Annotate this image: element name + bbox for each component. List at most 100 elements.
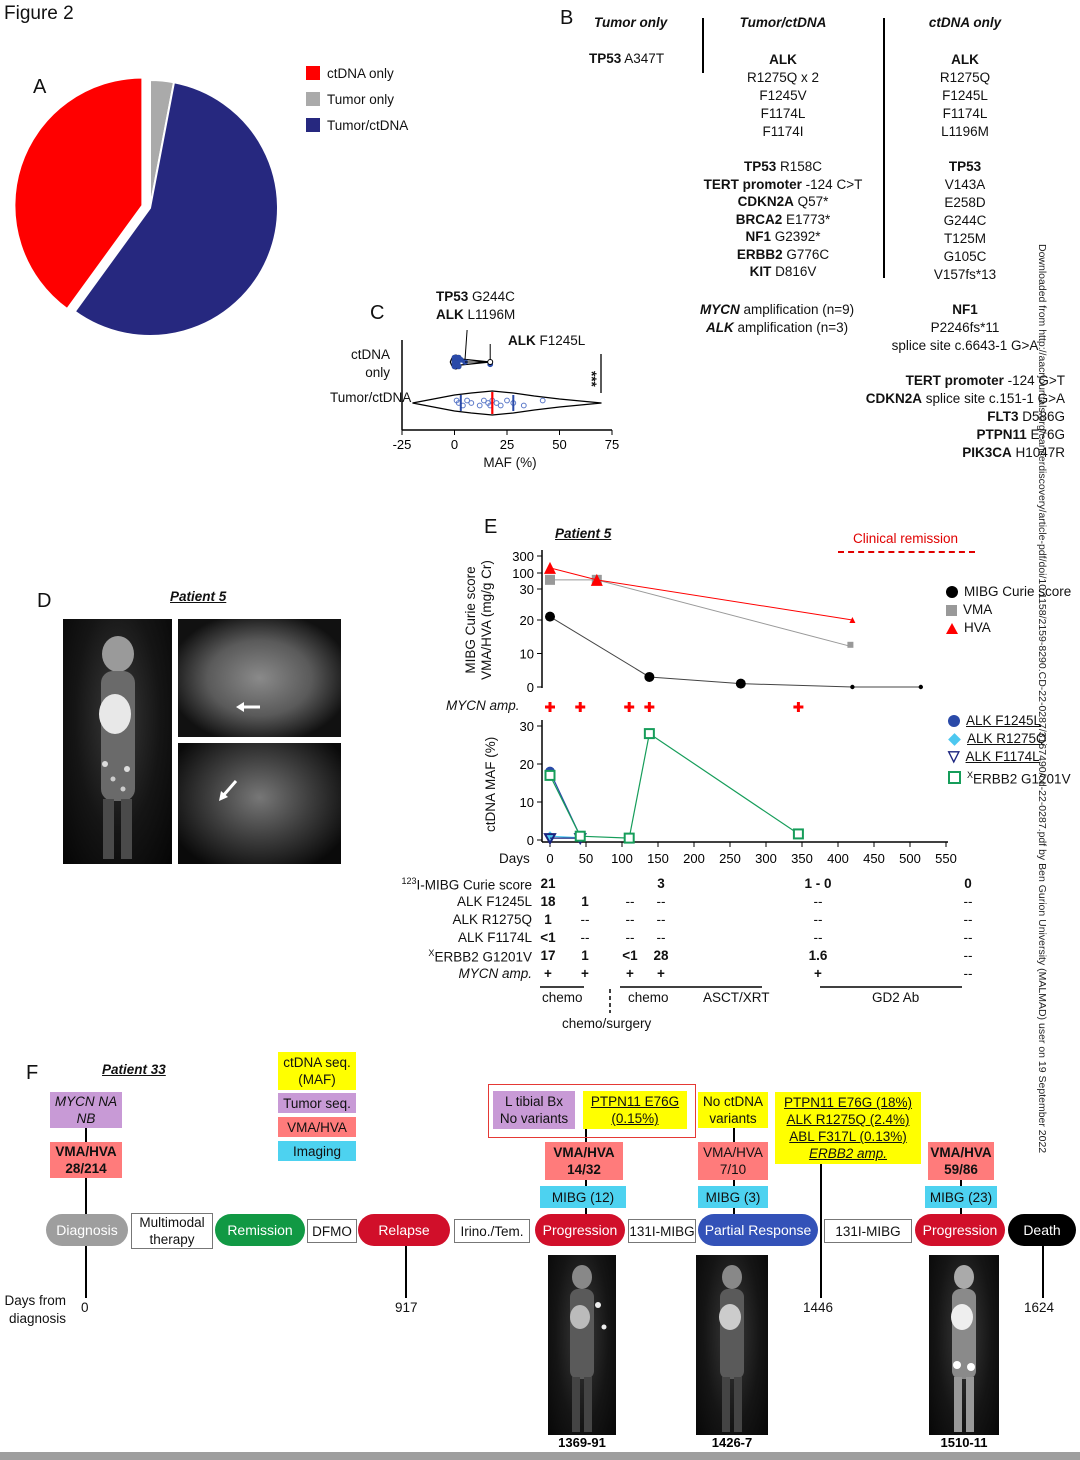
table-row: ALK F1174L<1----------	[380, 930, 1000, 948]
variant: ERBB2 amp.	[808, 1146, 888, 1161]
timeline-connector	[405, 1240, 407, 1298]
violin-xlabel: MAF (%)	[483, 455, 537, 470]
variant: V143A	[944, 177, 986, 192]
diagnosis-vma-hva: VMA/HVA 28/214	[50, 1142, 122, 1178]
variant: V157fs*13	[933, 267, 997, 282]
legend-item-hva: HVA	[946, 619, 1071, 637]
phase-label-asct: ASCT/XRT	[703, 990, 770, 1005]
variant: splice site c.6643-1 G>A	[891, 338, 1039, 353]
data-point	[574, 830, 586, 842]
x-tick-label: 50	[579, 851, 593, 866]
row-label: ALK F1245L	[456, 894, 532, 909]
table-cell: 1	[581, 948, 589, 963]
violin-category-label: ctDNA only	[350, 347, 390, 380]
table-cell: 21	[540, 876, 556, 891]
variant: P2246fs*11	[930, 320, 1000, 335]
variant-row: PIK3CA H1047R	[962, 445, 1065, 460]
timeline-connector	[85, 1128, 87, 1298]
pill-death: Death	[1008, 1214, 1076, 1246]
legend-item-vma: VMA	[946, 601, 1071, 619]
variant-row: BRCA2 E1773*	[735, 211, 831, 227]
x-tick-label: 0	[451, 437, 458, 452]
lower-legend: ALK F1245L ALK R1275Q ▽ALK F1174L XERBB2…	[948, 712, 1071, 789]
scan-body-silhouette	[570, 1265, 607, 1432]
legend-label: ALK R1275Q	[967, 731, 1047, 746]
data-point	[455, 363, 462, 370]
variant: F1174L	[760, 106, 806, 121]
triangle-marker-icon	[946, 622, 958, 634]
row-label: ALK R1275Q	[452, 912, 532, 927]
legend-tumor-seq: Tumor seq.	[278, 1093, 356, 1113]
table-cell: +	[544, 966, 552, 981]
x-tick-label: 300	[755, 851, 777, 866]
variant-row: FLT3 D586G	[987, 409, 1065, 424]
pr-mibg: MIBG (3)	[698, 1186, 768, 1208]
table-row: MYCN amp.+++++--	[380, 966, 1000, 984]
y-tick-label: 20	[520, 757, 534, 772]
table-cell: --	[963, 948, 973, 963]
table-cell: --	[656, 894, 666, 909]
y-tick-label: 30	[520, 582, 534, 597]
legend-vma-hva: VMA/HVA	[278, 1117, 356, 1137]
legend-swatch	[306, 92, 320, 106]
circle-marker-icon	[948, 715, 960, 727]
y-tick-label: 10	[520, 795, 534, 810]
x-tick-label: 450	[863, 851, 885, 866]
progression2-mibg: MIBG (23)	[925, 1186, 997, 1208]
panel-d-title: Patient 5	[170, 589, 227, 604]
x-tick-label: 350	[791, 851, 813, 866]
scan-body-silhouette	[719, 1265, 744, 1432]
table-cell: --	[963, 966, 973, 981]
box-irino-tem: Irino./Tem.	[454, 1219, 530, 1243]
legend-item-alk-r1275q: ALK R1275Q	[948, 730, 1071, 748]
legend-imaging: Imaging	[278, 1141, 356, 1161]
pill-progression-2: Progression	[915, 1214, 1005, 1246]
diamond-marker-icon	[948, 732, 961, 746]
biopsy-group-border	[488, 1084, 696, 1138]
late-ctdna-variants: PTPN11 E76G (18%) ALK R1275Q (2.4%) ABL …	[775, 1092, 921, 1164]
x-tick-label: 25	[500, 437, 514, 452]
legend-item-tumor-only: Tumor only	[306, 86, 408, 112]
data-point	[623, 832, 635, 844]
y-tick-label: 30	[520, 719, 534, 734]
mycn-amp-label: MYCN amp.	[446, 698, 520, 713]
legend-ctdna-seq: ctDNA seq. (MAF)	[278, 1052, 356, 1090]
data-point	[545, 574, 555, 585]
pr-ctdna: No ctDNA variants	[698, 1092, 768, 1128]
variant-row: ERBB2 G776C	[736, 246, 830, 262]
variant-row: KIT D816V	[749, 264, 817, 279]
panel-label-d: D	[37, 590, 52, 612]
table-cell: 3	[657, 876, 665, 891]
x-tick-label: 550	[935, 851, 957, 866]
divider-line	[883, 18, 885, 278]
table-cell: 1	[544, 912, 552, 927]
variant: L1196M	[941, 124, 989, 139]
scan-date-label: 1426-7	[696, 1435, 768, 1450]
variant: F1245L	[942, 88, 988, 103]
y-tick-label: 0	[527, 833, 534, 848]
arrow-icon	[236, 702, 260, 712]
series-line	[549, 732, 799, 839]
data-point	[464, 397, 470, 404]
biopsy-ctdna-variant: PTPN11 E76G (0.15%)	[583, 1091, 687, 1129]
annotation-alk-f1245l: ALK F1245L	[508, 333, 586, 348]
table-cell: +	[657, 966, 665, 981]
pill-remission: Remission	[215, 1214, 305, 1246]
data-point	[520, 402, 527, 409]
table-cell: --	[963, 930, 973, 945]
day-1624: 1624	[1024, 1300, 1055, 1315]
variant: T125M	[943, 231, 987, 246]
series-line	[549, 616, 921, 688]
gene: TP53	[948, 159, 982, 174]
mibg-scan-2: 1426-7	[696, 1255, 768, 1450]
legend-swatch	[306, 118, 320, 132]
legend-label: Tumor/ctDNA	[327, 117, 409, 133]
variant: ALK R1275Q (2.4%)	[786, 1112, 910, 1127]
box-mibg-therapy-1: 131I-MIBG	[628, 1219, 696, 1243]
header-tumor-only: Tumor only	[594, 15, 668, 30]
table-cell: --	[625, 912, 635, 927]
y-tick-label: 20	[520, 613, 534, 628]
table-cell: 17	[540, 948, 556, 963]
